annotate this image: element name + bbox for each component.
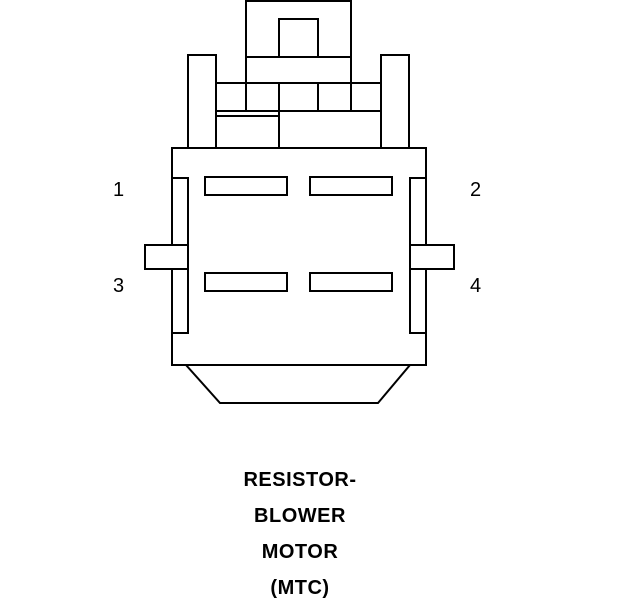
rib-left-bottom <box>171 268 189 334</box>
terminal-1 <box>204 176 288 196</box>
latch-bar <box>245 56 352 84</box>
terminal-2 <box>309 176 393 196</box>
pin-label-3: 3 <box>113 275 125 297</box>
rib-right-top <box>409 177 427 246</box>
pin-label-4: 4 <box>470 275 482 297</box>
terminal-4 <box>309 272 393 292</box>
tab-right <box>409 244 455 270</box>
bottom-lip <box>183 364 413 404</box>
rib-left-top <box>171 177 189 246</box>
terminal-3 <box>204 272 288 292</box>
caption-line-4: (MTC) <box>270 577 330 599</box>
pin-label-2: 2 <box>470 179 482 201</box>
shroud-left <box>187 54 217 148</box>
caption-line-3: MOTOR <box>261 541 339 563</box>
rib-right-bottom <box>409 268 427 334</box>
shroud-right <box>380 54 410 148</box>
latch-window <box>278 18 319 58</box>
caption-line-1: RESISTOR- <box>243 469 357 491</box>
tab-left <box>144 244 189 270</box>
pin-label-1: 1 <box>113 179 125 201</box>
connector-caption: RESISTOR- BLOWER MOTOR (MTC) <box>0 462 600 606</box>
caption-line-2: BLOWER <box>254 505 346 527</box>
